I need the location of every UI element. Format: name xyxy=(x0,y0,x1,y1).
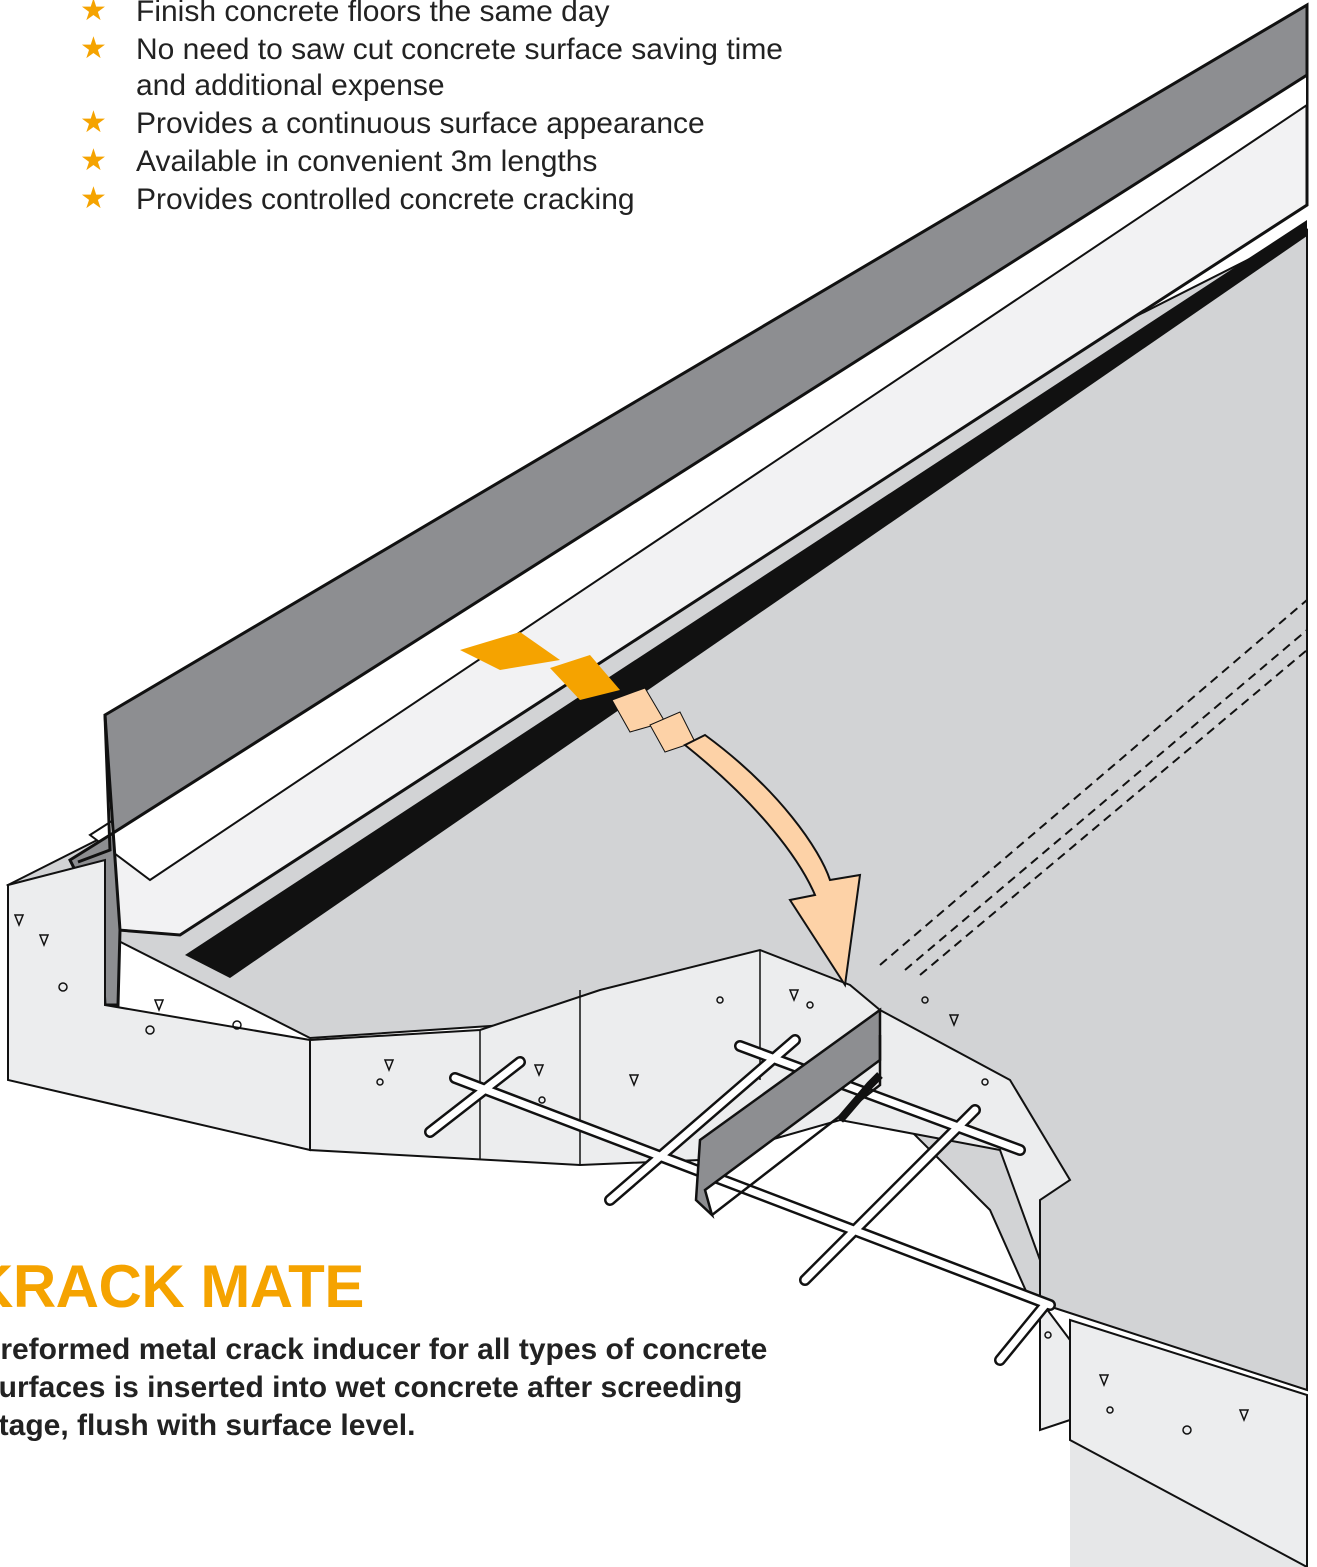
feature-item: ★ Available in convenient 3m lengths xyxy=(80,144,836,180)
feature-text: Provides a continuous surface appearance xyxy=(136,107,705,140)
star-icon: ★ xyxy=(80,144,107,177)
feature-text: Finish concrete floors the same day xyxy=(136,0,610,28)
concrete-edge-right xyxy=(1069,1318,1308,1567)
star-icon: ★ xyxy=(80,0,107,27)
arrow-icon xyxy=(683,733,862,988)
feature-text: Available in convenient 3m lengths xyxy=(136,145,598,178)
feature-text: Provides controlled concrete cracking xyxy=(136,183,635,216)
aggregate-texture xyxy=(13,914,1250,1435)
feature-item: ★ No need to saw cut concrete surface sa… xyxy=(80,32,836,104)
groove-shadow xyxy=(185,220,1307,978)
feature-item: ★ Provides a continuous surface appearan… xyxy=(80,106,836,142)
feature-text: No need to saw cut concrete surface savi… xyxy=(136,33,783,102)
dashed-inducer-path xyxy=(879,599,1308,976)
product-description: preformed metal crack inducer for all ty… xyxy=(0,1333,768,1442)
product-title: KRACK MATE xyxy=(0,1253,364,1320)
feature-list: ★ Finish concrete floors the same day ★ … xyxy=(80,0,836,220)
inserted-inducer xyxy=(694,1007,882,1219)
star-icon: ★ xyxy=(80,182,107,215)
feature-item: ★ Provides controlled concrete cracking xyxy=(80,182,836,218)
star-icon: ★ xyxy=(80,32,107,65)
indicator-band xyxy=(460,632,696,753)
feature-item: ★ Finish concrete floors the same day xyxy=(80,0,836,30)
star-icon: ★ xyxy=(80,106,107,139)
